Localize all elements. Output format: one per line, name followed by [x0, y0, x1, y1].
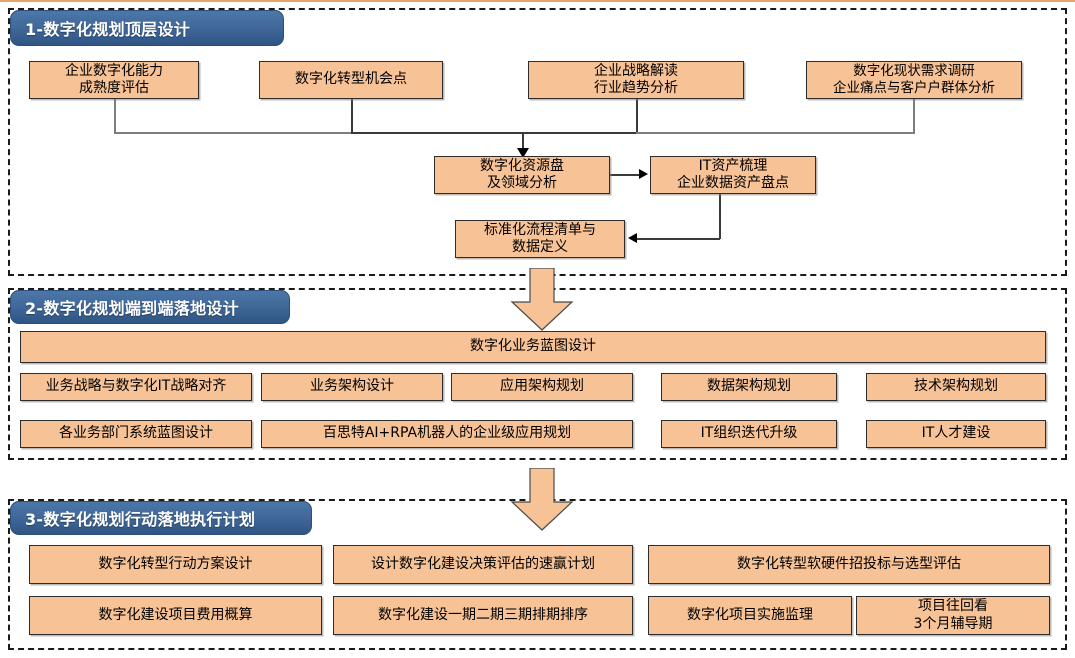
connector-bus-center: [351, 132, 637, 134]
box-business-blueprint-design[interactable]: 数字化业务蓝图设计: [20, 331, 1046, 363]
box-data-architecture-plan[interactable]: 数据架构规划: [661, 373, 837, 401]
box-department-blueprint-design[interactable]: 各业务部门系统蓝图设计: [20, 420, 252, 448]
section-3-badge: 3-数字化规划行动落地执行计划: [10, 501, 312, 535]
box-transformation-opportunities[interactable]: 数字化转型机会点: [259, 61, 443, 99]
connector-drop-3: [636, 99, 638, 133]
box-strategy-interpretation[interactable]: 企业战略解读 行业趋势分析: [528, 61, 744, 99]
connector-bus-left: [114, 132, 352, 134]
box-biz-it-strategy-alignment[interactable]: 业务战略与数字化IT战略对齐: [20, 373, 252, 401]
connector-drop-1: [114, 99, 116, 133]
box-phase-scheduling[interactable]: 数字化建设一期二期三期排期排序: [333, 596, 633, 635]
arrowhead-into-standard-process-box: [628, 233, 637, 243]
connector-drop-4: [913, 99, 915, 133]
box-tech-architecture-plan[interactable]: 技术架构规划: [866, 373, 1046, 401]
section-1-badge: 1-数字化规划顶层设计: [10, 10, 284, 46]
connector-itasset-elbow: [637, 238, 720, 240]
box-it-org-iteration-upgrade[interactable]: IT组织迭代升级: [661, 420, 837, 448]
box-status-demand-research[interactable]: 数字化现状需求调研 企业痛点与客户户群体分析: [806, 61, 1022, 99]
box-it-talent-development[interactable]: IT人才建设: [866, 420, 1046, 448]
connector-itasset-drop: [719, 194, 721, 239]
box-project-review-coaching[interactable]: 项目往回看 3个月辅导期: [856, 596, 1050, 635]
connector-resource-to-itasset: [610, 174, 641, 176]
top-accent-rule: [0, 0, 1075, 2]
arrow-section2-to-section3: [510, 468, 574, 531]
arrowhead-into-resource-box: [517, 148, 529, 158]
connector-bus-right: [636, 132, 915, 134]
arrow-section1-to-section2: [510, 268, 574, 331]
box-application-architecture-plan[interactable]: 应用架构规划: [451, 373, 633, 401]
box-it-asset-inventory[interactable]: IT资产梳理 企业数据资产盘点: [650, 156, 816, 194]
box-resource-inventory[interactable]: 数字化资源盘 及领域分析: [434, 156, 610, 194]
box-ai-rpa-enterprise-plan[interactable]: 百思特AI+RPA机器人的企业级应用规划: [261, 420, 633, 448]
box-quick-win-plan[interactable]: 设计数字化建设决策评估的速赢计划: [333, 545, 633, 584]
connector-stem-down: [522, 132, 524, 150]
connector-drop-2: [351, 99, 353, 133]
box-hw-sw-bidding-evaluation[interactable]: 数字化转型软硬件招投标与选型评估: [648, 545, 1050, 584]
arrowhead-into-itasset-box: [639, 169, 648, 179]
box-transformation-action-plan[interactable]: 数字化转型行动方案设计: [29, 545, 322, 584]
section-2-badge: 2-数字化规划端到端落地设计: [10, 290, 290, 324]
box-project-cost-estimate[interactable]: 数字化建设项目费用概算: [29, 596, 322, 635]
box-standard-process-list[interactable]: 标准化流程清单与 数据定义: [455, 220, 625, 258]
box-business-architecture-design[interactable]: 业务架构设计: [261, 373, 443, 401]
box-maturity-assessment[interactable]: 企业数字化能力 成熟度评估: [29, 61, 199, 99]
box-project-supervision[interactable]: 数字化项目实施监理: [648, 596, 852, 635]
